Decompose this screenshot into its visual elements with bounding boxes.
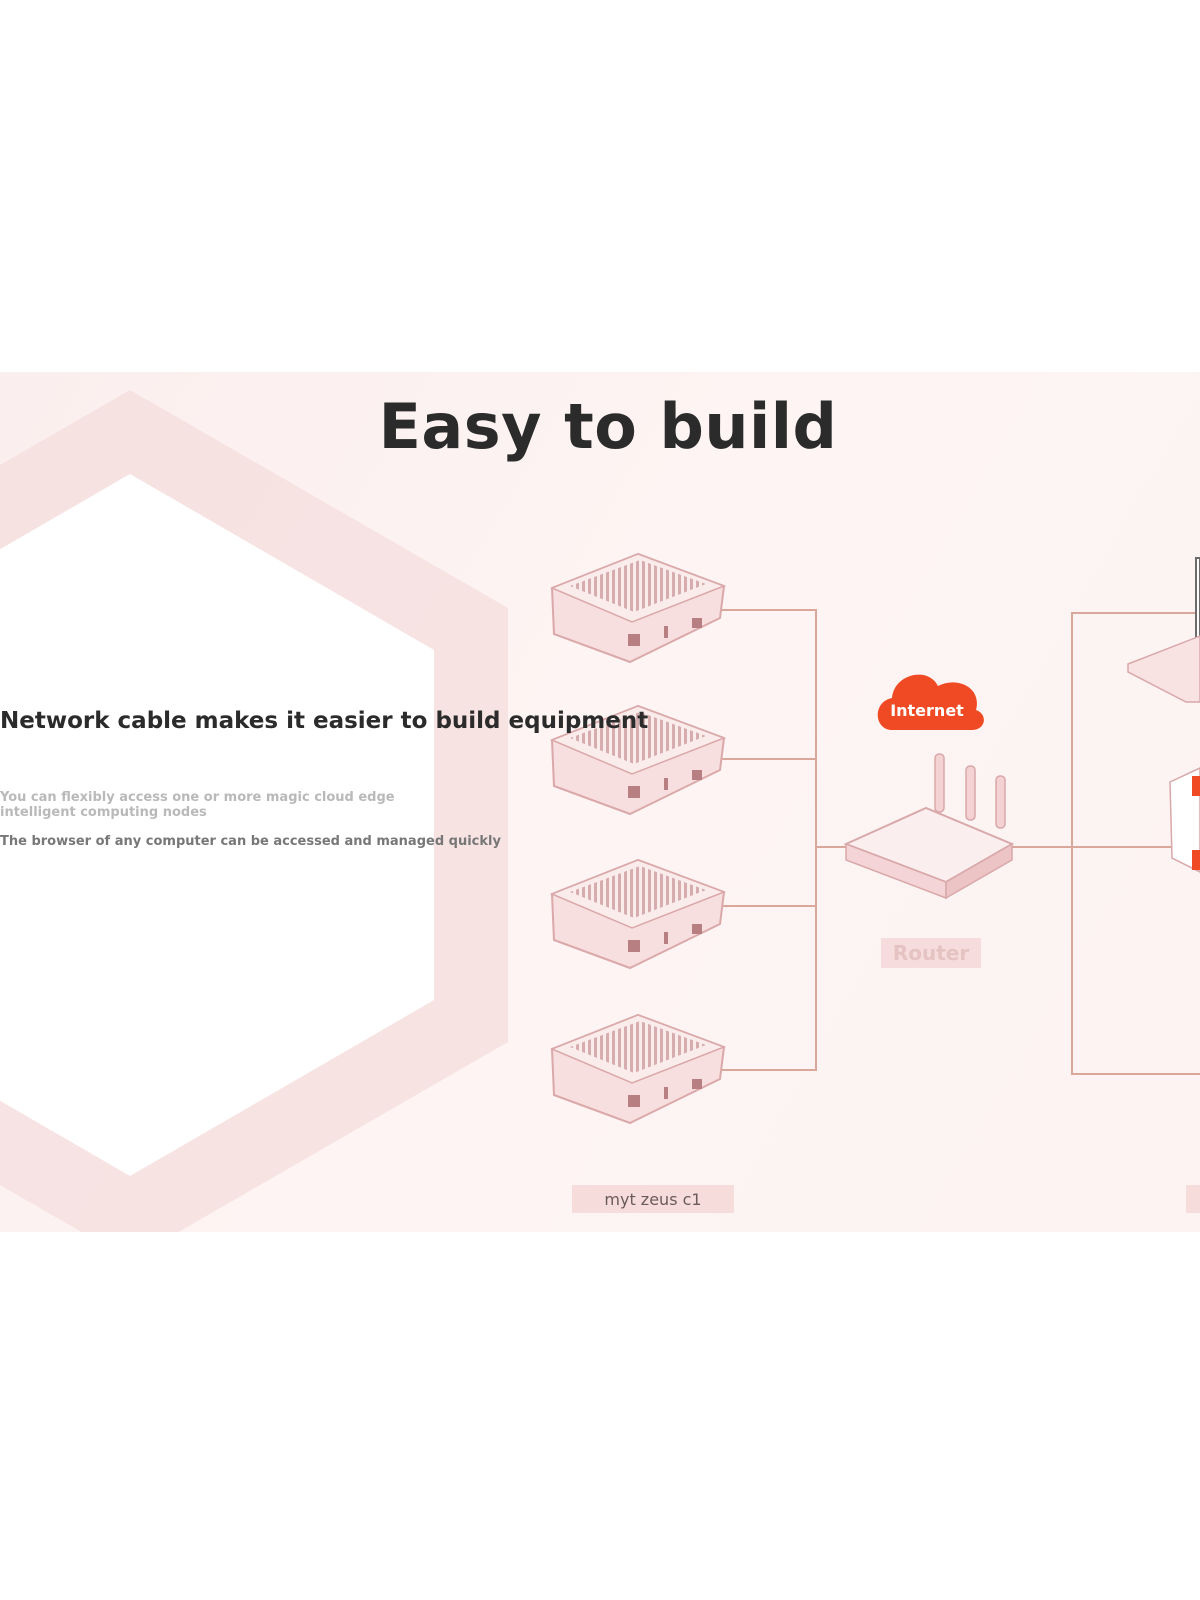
laptop-icon [1127, 557, 1200, 873]
feature-heading: Network cable makes it easier to build e… [0, 708, 649, 734]
network-diagram: Internet Router myt zeus c1 [550, 552, 1200, 1213]
section-title: Easy to build [378, 390, 838, 463]
hero-section: Easy to build [0, 372, 1200, 1232]
router-icon [843, 753, 1015, 900]
hexagon-background [0, 390, 508, 1232]
router-label: Router [893, 941, 970, 965]
device-label: myt zeus c1 [604, 1190, 701, 1209]
cloud-icon: Internet [877, 674, 984, 730]
feature-text-block: Network cable makes it easier to build e… [0, 708, 649, 849]
feature-description-1: You can flexibly access one or more magi… [0, 790, 395, 820]
edge-device-icon [550, 1013, 727, 1125]
edge-device-icon [550, 704, 727, 816]
feature-description-2: The browser of any computer can be acces… [0, 834, 501, 849]
internet-label: Internet [890, 701, 964, 720]
edge-device-icon [550, 858, 727, 970]
connection-lines [718, 609, 1200, 1075]
edge-device-icon [550, 552, 727, 664]
